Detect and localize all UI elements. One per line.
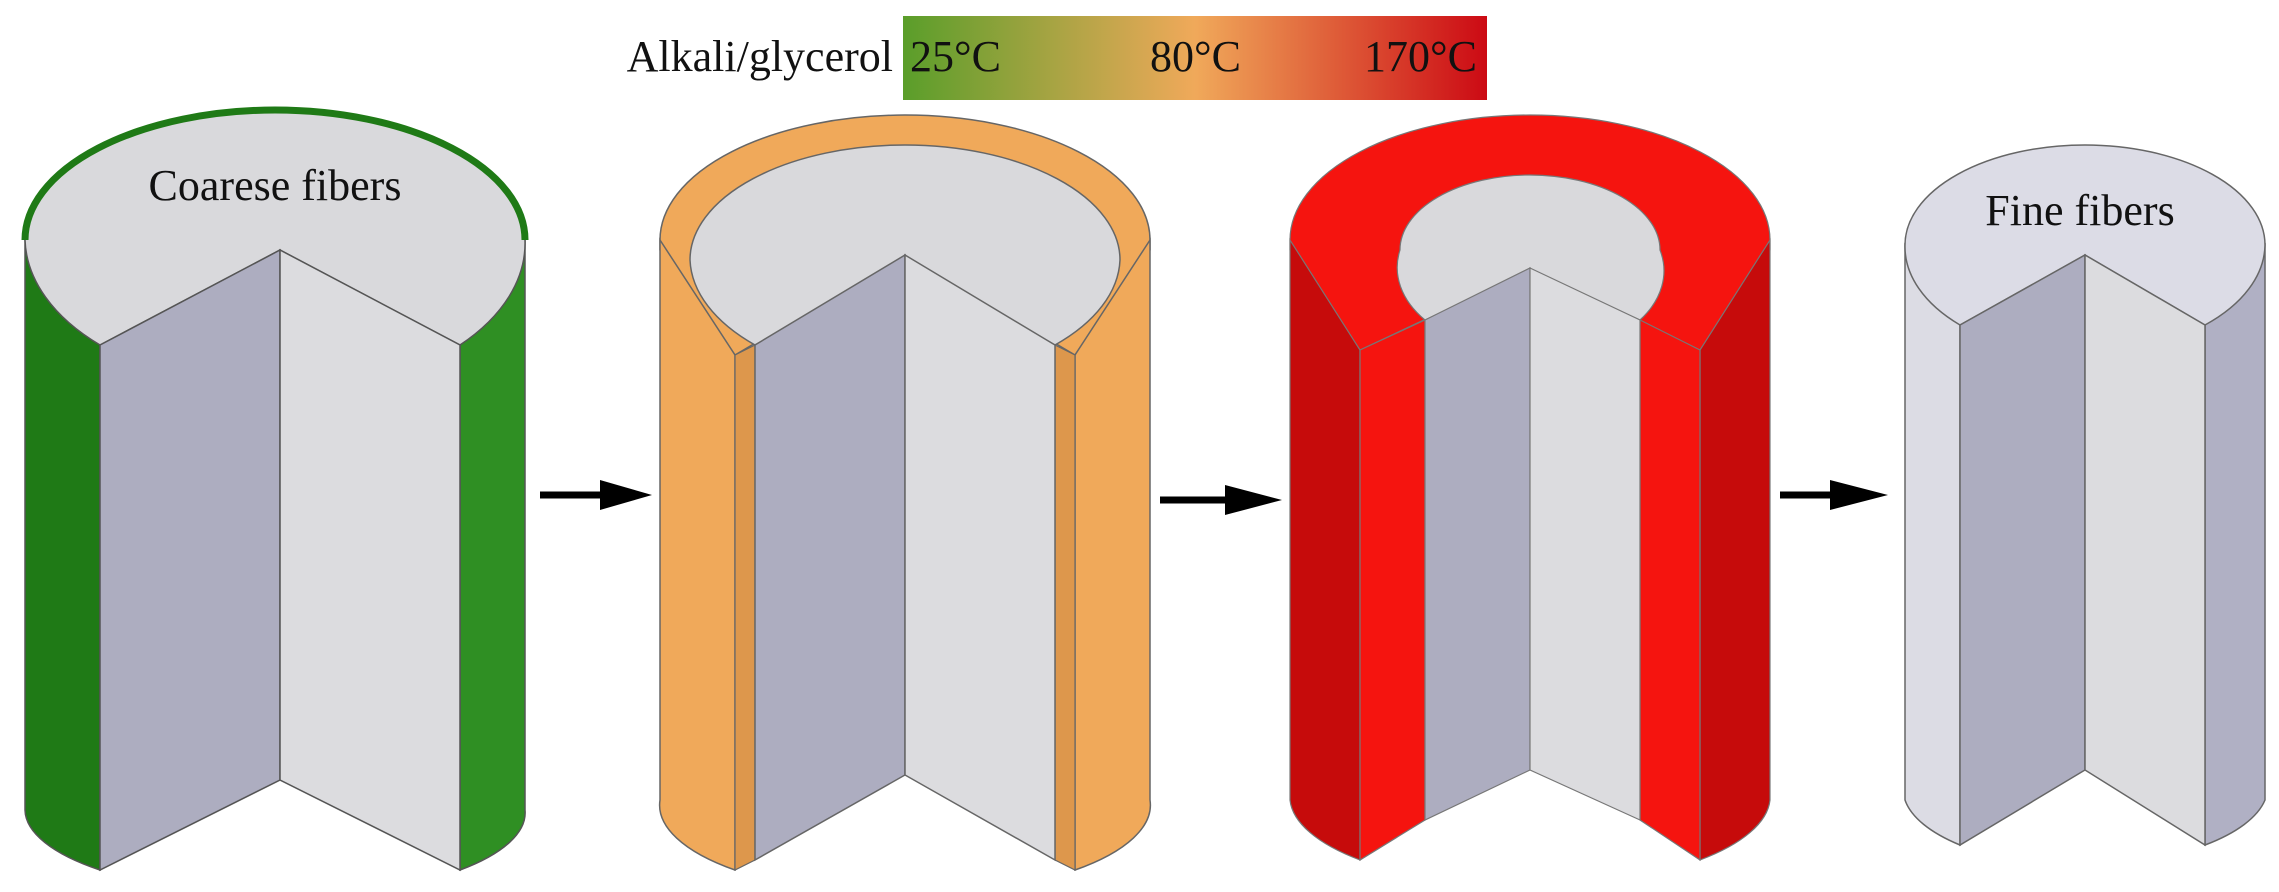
fiber-2-layer-cut-left [734, 344, 756, 871]
fiber-4-core-top [1904, 144, 2266, 326]
fiber-1-outer-layer [24, 110, 526, 872]
fiber-fine: Fine fibers [1904, 144, 2266, 847]
fiber-4-label: Fine fibers [1985, 186, 2174, 235]
fiber-3-outer-left [1289, 237, 1361, 861]
fiber-4-core-right-face [2084, 253, 2206, 847]
fiber-medium-treated [658, 114, 1152, 872]
fiber-2-outer-right [1074, 237, 1152, 872]
fiber-3-core-top [1396, 174, 1665, 321]
legend-stop-25: 25°C [910, 32, 1001, 81]
legend-stop-170: 170°C [1364, 32, 1477, 81]
fiber-3-core-left-face [1424, 267, 1531, 821]
temperature-gradient-bar [903, 16, 1487, 100]
fiber-2-layer-cut-right [1054, 344, 1076, 871]
fiber-2-core-top [689, 144, 1121, 346]
fiber-1-rim [21, 106, 529, 241]
fiber-4-core-left-face [1959, 253, 2086, 847]
fiber-3-layer-cut-right [1639, 319, 1701, 862]
legend-stop-80: 80°C [1150, 32, 1241, 81]
arrow-2 [1160, 485, 1282, 515]
fiber-1-core-right-face [279, 248, 461, 872]
fiber-heavy-treated [1289, 114, 1771, 862]
legend-label: Alkali/glycerol [627, 32, 893, 81]
fiber-3-outer-right [1699, 237, 1771, 861]
fiber-3-core-right-face [1529, 267, 1641, 821]
fiber-2-core-left-face [754, 253, 906, 862]
fiber-coarse: Coarese fibers [21, 106, 529, 872]
fiber-4-outer-left [1904, 242, 1961, 847]
fiber-1-label: Coarese fibers [149, 161, 402, 210]
fiber-2-outer-left [658, 237, 736, 872]
fiber-4-outer-right [2204, 242, 2266, 847]
arrow-1 [540, 480, 652, 510]
fiber-3-layer-cut-left [1359, 319, 1426, 862]
fiber-2-core-right-face [904, 253, 1056, 862]
arrow-3 [1780, 480, 1888, 510]
fiber-1-core-left-face [99, 248, 281, 872]
temperature-legend: Alkali/glycerol 25°C 80°C 170°C [627, 16, 1487, 100]
